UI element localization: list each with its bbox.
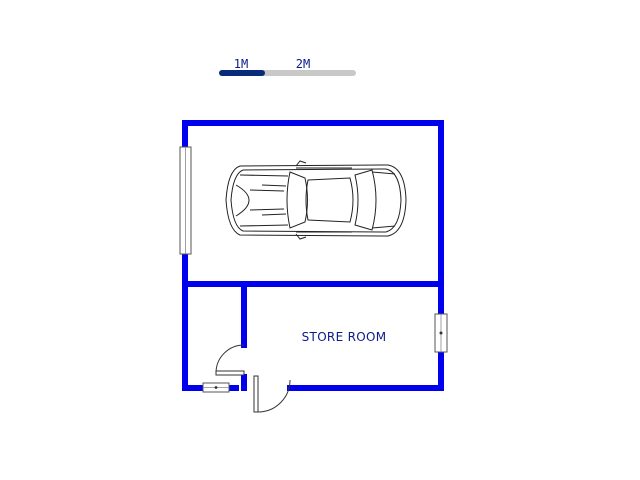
window-bottom <box>202 382 230 393</box>
window-right <box>434 313 448 353</box>
scale-label-2m: 2M <box>296 57 310 71</box>
walls <box>182 120 444 391</box>
scale-label-1m: 1M <box>234 57 248 71</box>
car-symbol <box>225 160 407 240</box>
door-inner <box>215 344 245 376</box>
door-exterior <box>253 375 291 413</box>
window-left <box>179 146 192 255</box>
room-label-store-room: STORE ROOM <box>302 330 387 344</box>
scale-bar: 1M 2M <box>219 57 356 76</box>
